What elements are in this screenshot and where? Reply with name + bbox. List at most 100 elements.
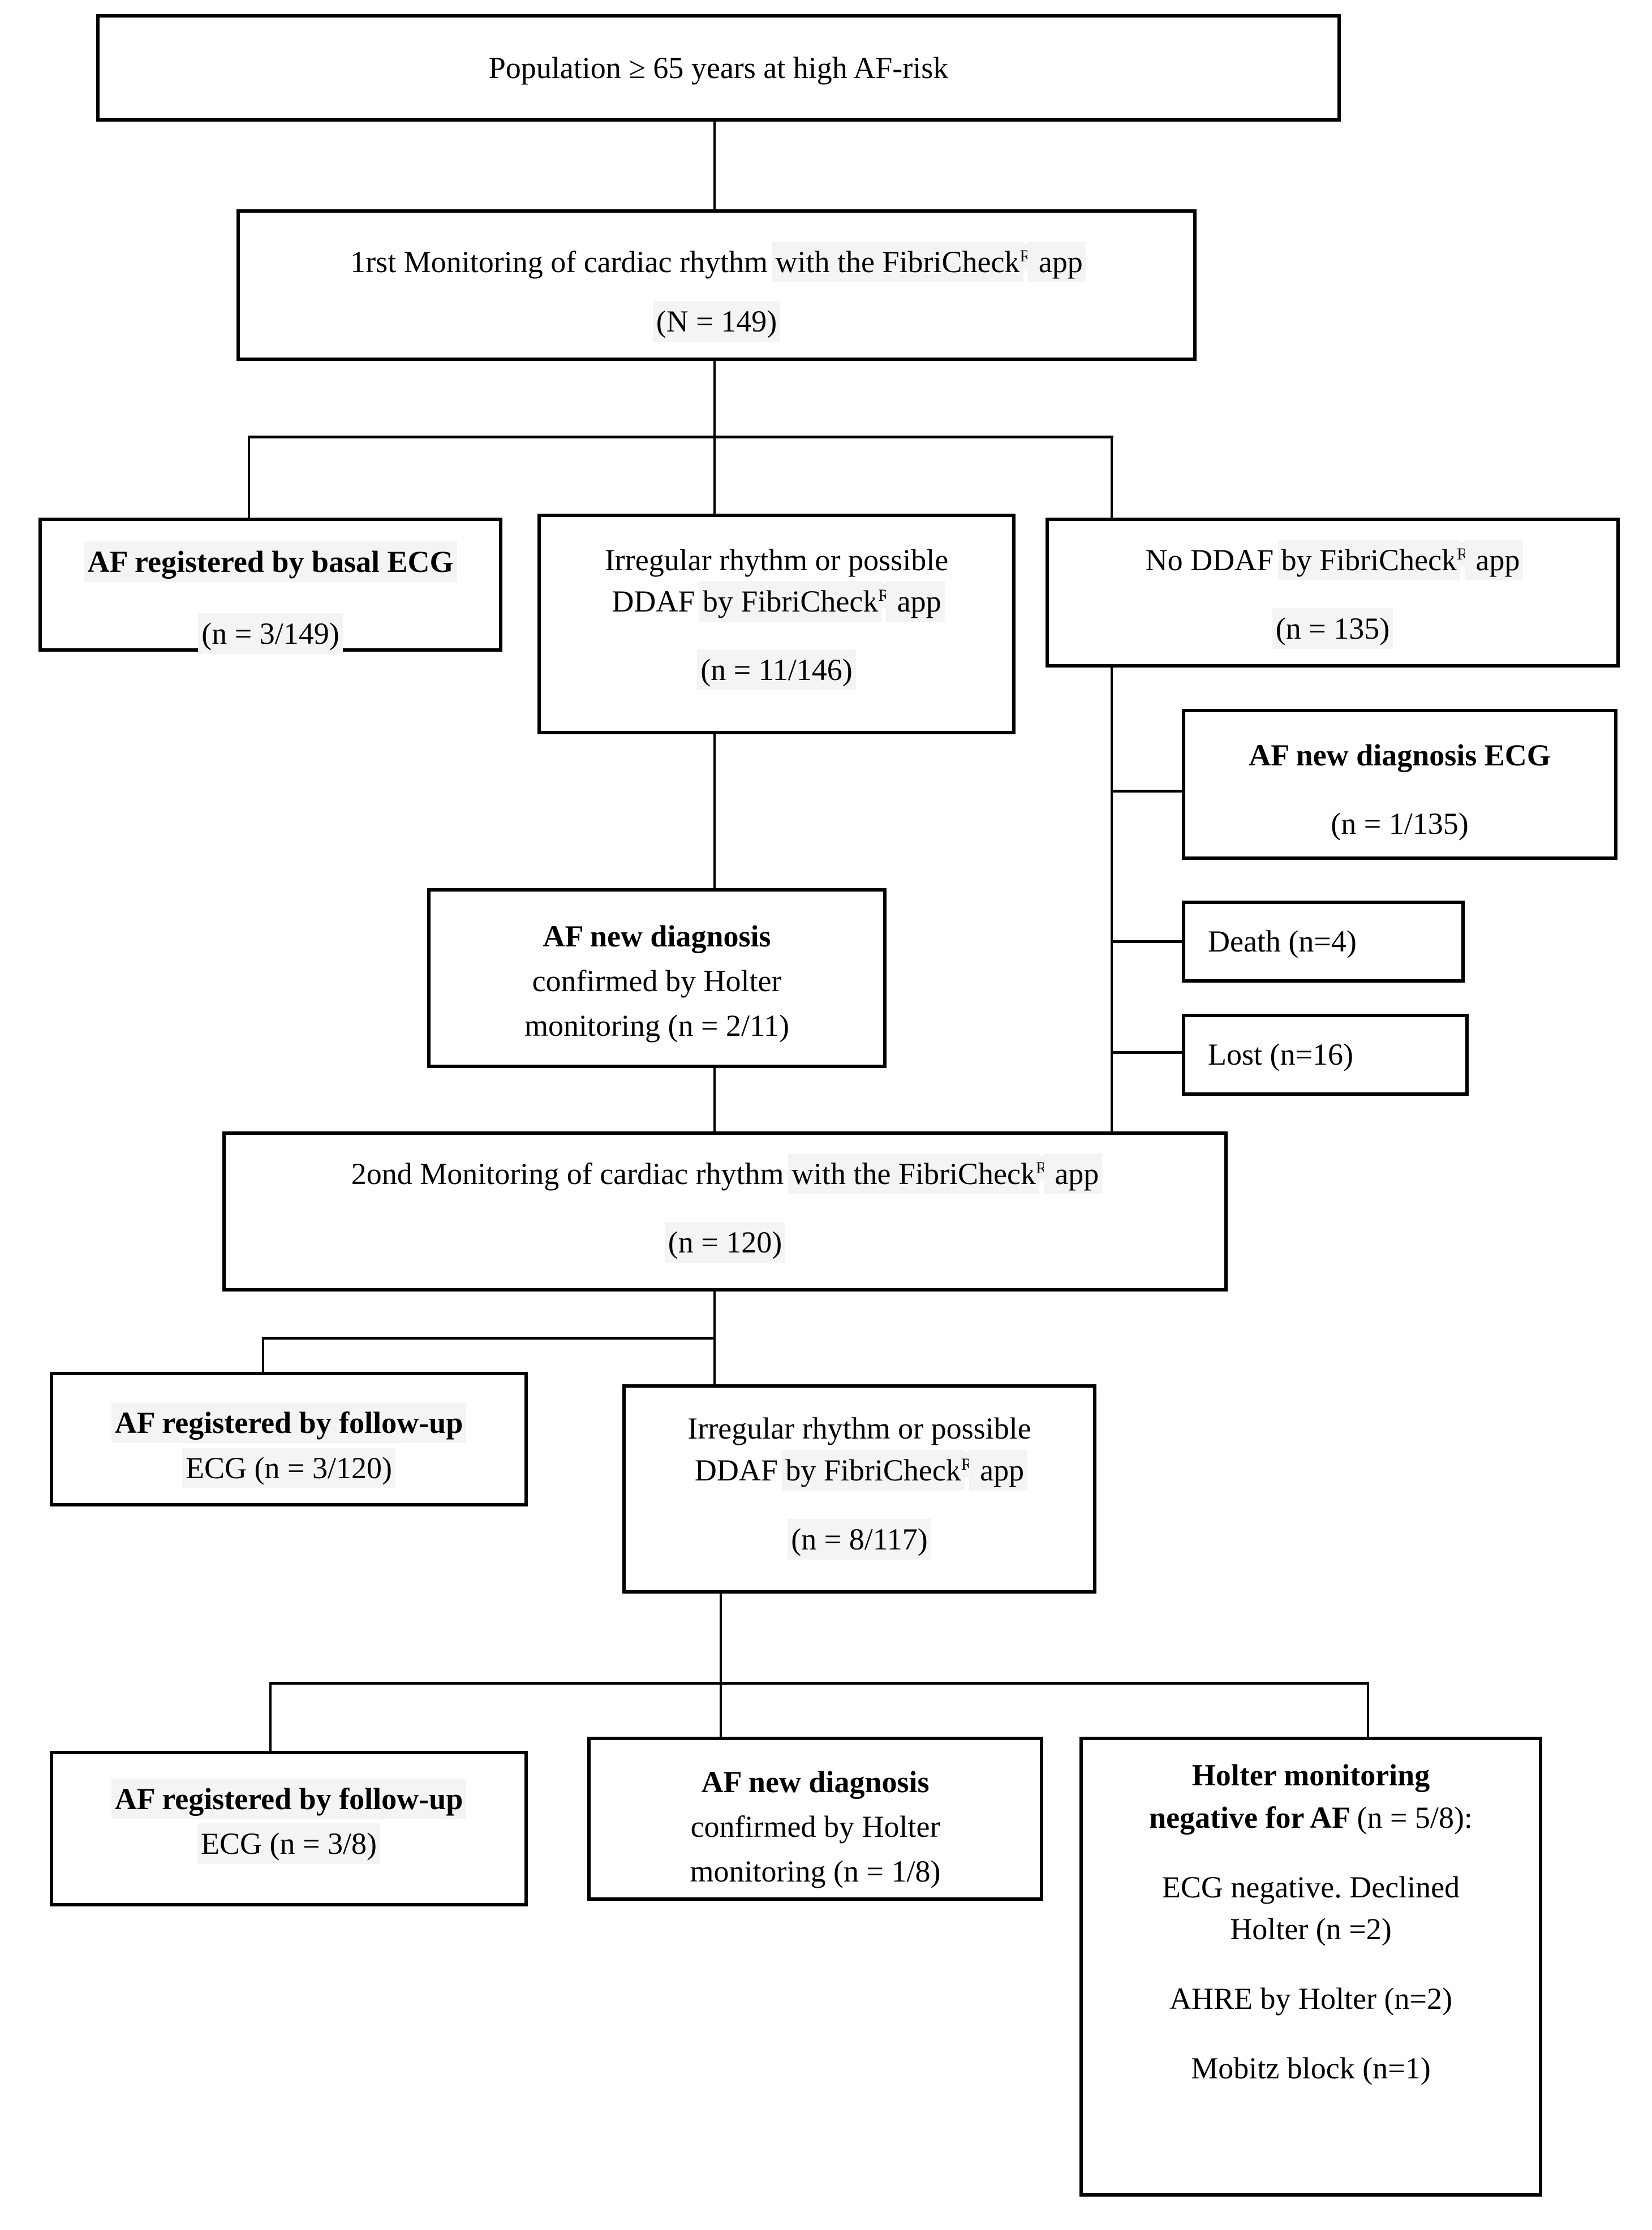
node-text-line: 2ond Monitoring of cardiac rhythm with t… bbox=[351, 1156, 1099, 1193]
node-no-ddaf: No DDAF by FibriCheckR app (n = 135) bbox=[1046, 518, 1620, 668]
node-text-line: (n = 8/117) bbox=[791, 1521, 928, 1558]
connector-line bbox=[1113, 1051, 1184, 1054]
text-segment: (N = 149) bbox=[656, 304, 777, 338]
node-text-line: AF new diagnosis ECG bbox=[1249, 737, 1551, 774]
node-text-line: ECG (n = 3/120) bbox=[186, 1450, 392, 1487]
node-lost: Lost (n=16) bbox=[1182, 1014, 1469, 1096]
text-segment: Holter monitoring bbox=[1191, 1758, 1430, 1792]
text-segment: Death (n=4) bbox=[1208, 924, 1357, 959]
text-segment: monitoring (n = 2/11) bbox=[524, 1008, 789, 1043]
text-segment: app bbox=[889, 584, 941, 618]
connector-line bbox=[720, 1594, 722, 1685]
text-segment: ECG (n = 3/8) bbox=[201, 1826, 377, 1861]
node-holter-negative: Holter monitoring negative for AF (n = 5/… bbox=[1079, 1737, 1542, 2197]
text-segment: by FibriCheck bbox=[1281, 543, 1457, 577]
text-segment: app bbox=[1047, 1157, 1099, 1191]
text-segment: Population ≥ 65 years at high AF-risk bbox=[488, 50, 949, 85]
node-af-new-diagnosis-ecg: AF new diagnosis ECG (n = 1/135) bbox=[1182, 709, 1617, 860]
connector-line bbox=[269, 1682, 1369, 1685]
node-text-line: Holter (n =2) bbox=[1230, 1911, 1391, 1948]
node-text-line: DDAF by FibriCheckR app bbox=[612, 583, 941, 620]
node-text-line: No DDAF by FibriCheckR app bbox=[1146, 542, 1520, 579]
node-text-line: Irregular rhythm or possible bbox=[687, 1410, 1031, 1447]
connector-line bbox=[1111, 436, 1113, 519]
text-segment: with the FibriCheck bbox=[791, 1157, 1036, 1191]
text-segment: AF new diagnosis bbox=[701, 1765, 930, 1799]
text-segment: app bbox=[972, 1453, 1025, 1487]
text-segment: monitoring (n = 1/8) bbox=[690, 1854, 941, 1888]
connector-line bbox=[1111, 668, 1113, 1133]
connector-line bbox=[262, 1337, 716, 1340]
connector-line bbox=[713, 1337, 716, 1385]
connector-line bbox=[1367, 1682, 1369, 1738]
node-text-line: (n = 1/135) bbox=[1331, 806, 1468, 842]
text-segment: 2ond Monitoring of cardiac rhythm bbox=[351, 1157, 792, 1191]
text-segment: AF new diagnosis ECG bbox=[1249, 738, 1551, 772]
text-segment: Irregular rhythm or possible bbox=[604, 543, 949, 577]
text-segment: ECG negative. Declined bbox=[1161, 1870, 1460, 1904]
text-segment: app bbox=[1031, 245, 1083, 279]
node-text-line: Holter monitoring bbox=[1192, 1757, 1430, 1794]
connector-line bbox=[713, 436, 716, 515]
connector-line bbox=[248, 436, 1113, 438]
node-text-line: (N = 149) bbox=[656, 303, 777, 340]
node-text-line: AF new diagnosis bbox=[701, 1764, 929, 1801]
node-text-line: ECG (n = 3/8) bbox=[201, 1826, 377, 1862]
text-segment: DDAF bbox=[612, 584, 703, 618]
node-second-monitoring: 2ond Monitoring of cardiac rhythm with t… bbox=[222, 1131, 1228, 1291]
text-segment: (n = 3/149) bbox=[201, 616, 339, 651]
node-text-line: ECG negative. Declined bbox=[1162, 1869, 1460, 1906]
node-text-line: monitoring (n = 2/11) bbox=[524, 1008, 789, 1044]
connector-line bbox=[720, 1682, 722, 1738]
text-segment: AF registered by follow-up bbox=[114, 1406, 463, 1440]
text-segment: (n = 11/146) bbox=[700, 652, 853, 687]
text-segment: 1rst Monitoring of cardiac rhythm bbox=[350, 245, 776, 279]
node-text-line: Lost (n=16) bbox=[1208, 1036, 1353, 1073]
text-segment: by FibriCheck bbox=[702, 584, 879, 618]
text-segment: by FibriCheck bbox=[785, 1453, 961, 1487]
text-segment: (n = 120) bbox=[668, 1225, 782, 1259]
text-segment: confirmed by Holter bbox=[532, 963, 782, 998]
text-segment: No DDAF bbox=[1145, 543, 1281, 577]
text-segment: (n = 1/135) bbox=[1331, 806, 1469, 841]
node-text-line: AF registered by follow-up bbox=[114, 1781, 463, 1818]
node-af-basal-ecg: AF registered by basal ECG (n = 3/149) bbox=[38, 518, 502, 652]
text-segment: R bbox=[1019, 247, 1031, 265]
node-text-line: DDAF by FibriCheckR app bbox=[694, 1452, 1025, 1489]
text-segment: confirmed by Holter bbox=[690, 1809, 940, 1844]
node-text-line: (n = 135) bbox=[1275, 610, 1390, 647]
node-first-monitoring: 1rst Monitoring of cardiac rhythm with t… bbox=[236, 209, 1197, 361]
text-segment: Lost (n=16) bbox=[1208, 1037, 1353, 1072]
connector-line bbox=[713, 1291, 716, 1340]
connector-line bbox=[713, 361, 716, 438]
connector-line bbox=[713, 1068, 716, 1133]
text-segment: DDAF bbox=[694, 1453, 786, 1487]
connector-line bbox=[1113, 940, 1184, 943]
node-death: Death (n=4) bbox=[1182, 901, 1465, 983]
connector-line bbox=[713, 734, 716, 889]
node-text-line: AHRE by Holter (n=2) bbox=[1169, 1981, 1452, 2017]
text-segment: app bbox=[1468, 543, 1520, 577]
text-segment: R bbox=[1457, 545, 1468, 563]
text-segment: (n = 5/8): bbox=[1357, 1800, 1473, 1835]
text-segment: R bbox=[1036, 1159, 1047, 1177]
node-text-line: confirmed by Holter bbox=[532, 963, 782, 1000]
node-text-line: Death (n=4) bbox=[1208, 923, 1357, 960]
text-segment: R bbox=[878, 586, 890, 605]
node-text-line: Population ≥ 65 years at high AF-risk bbox=[489, 50, 949, 87]
text-segment: AF new diagnosis bbox=[543, 919, 771, 953]
text-segment: negative for AF bbox=[1149, 1800, 1357, 1835]
node-text-line: Mobitz block (n=1) bbox=[1191, 2050, 1430, 2087]
node-population: Population ≥ 65 years at high AF-risk bbox=[96, 14, 1341, 122]
text-segment: R bbox=[961, 1455, 973, 1474]
node-text-line: confirmed by Holter bbox=[691, 1809, 940, 1845]
connector-line bbox=[1113, 790, 1184, 793]
node-text-line: AF registered by basal ECG bbox=[87, 544, 454, 580]
connector-line bbox=[713, 122, 716, 210]
node-text-line: AF new diagnosis bbox=[543, 918, 771, 955]
node-text-line: negative for AF (n = 5/8): bbox=[1149, 1800, 1473, 1836]
